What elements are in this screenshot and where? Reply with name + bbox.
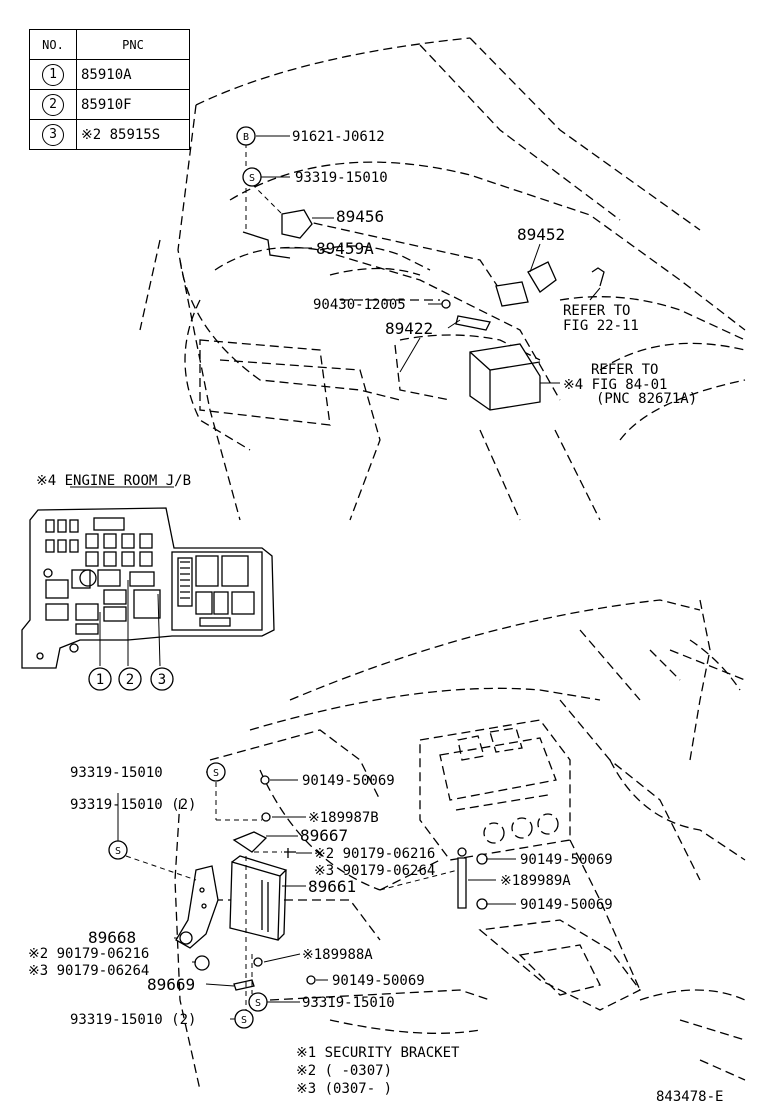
dashboard-parts: S S S S — [108, 762, 516, 1029]
fuse-grid — [45, 517, 161, 635]
callout-1: 1 — [96, 672, 104, 688]
label-89667: 89667 — [300, 826, 348, 845]
label-90179-06216: ※2 90179-06216 — [314, 846, 435, 862]
engine-room-illustration — [139, 37, 746, 521]
callout-number: 1 — [42, 63, 64, 86]
label-91621-j0612: 91621-J0612 — [292, 129, 385, 145]
jb-inset: ※4 ENGINE ROOM J/B — [21, 473, 275, 691]
sensor-89456-shape — [281, 209, 313, 239]
callout-circle — [150, 667, 174, 691]
table-row: 1 85910A — [29, 59, 190, 90]
label-189987b: ※189987B — [308, 810, 379, 826]
bracket-89668-shape — [175, 865, 219, 949]
dashboard-labels: 93319-15010 93319-15010 (2) 90149-50069 … — [28, 765, 613, 1028]
label-90149-50069: 90149-50069 — [520, 852, 613, 868]
note-security-bracket: ※1 SECURITY BRACKET — [296, 1045, 460, 1061]
refer-pnc-82671a: (PNC 82671A) — [596, 391, 697, 407]
label-90149-50069: 90149-50069 — [520, 897, 613, 913]
label-90179-06264: ※3 90179-06264 — [28, 963, 149, 979]
label-93319-15010: 93319-15010 — [295, 170, 388, 186]
sensor-189989a-shape — [457, 857, 467, 909]
label-90179-06216: ※2 90179-06216 — [28, 946, 149, 962]
screw-badge: S — [249, 173, 255, 184]
bracket-89459a-shape — [242, 231, 291, 259]
pnc-table: NO. PNC 1 85910A 2 85910F 3 ※2 85915S — [29, 29, 190, 150]
pnc-table-header: NO. PNC — [29, 29, 190, 60]
refer-fig-84-01: ※4 FIG 84-01 — [563, 377, 667, 393]
switch-89452-shape — [527, 261, 557, 293]
engine-room-labels: B 91621-J0612 S 93319-15010 89456 89459A… — [236, 126, 697, 407]
dashboard-illustration — [174, 599, 746, 1091]
label-189988a: ※189988A — [302, 947, 373, 963]
refer-to-label: REFER TO — [563, 303, 630, 319]
label-93319-15010-2: 93319-15010 (2) — [70, 797, 196, 813]
bracket-89667-shape — [232, 831, 268, 853]
label-90179-06264: ※3 90179-06264 — [314, 863, 435, 879]
refer-to-label: REFER TO — [591, 362, 658, 378]
label-89661: 89661 — [308, 877, 356, 896]
callout-2: 2 — [126, 672, 134, 688]
pnc-value: 85910A — [76, 59, 190, 90]
label-93319-15010-2: 93319-15010 (2) — [70, 1012, 196, 1028]
screw-badge: S — [115, 846, 121, 857]
label-89456: 89456 — [336, 207, 384, 226]
figure-id: 843478-E — [656, 1089, 723, 1105]
label-93319-15010: 93319-15010 — [302, 995, 395, 1011]
table-row: 3 ※2 85915S — [29, 119, 190, 150]
label-89668: 89668 — [88, 928, 136, 947]
label-89452: 89452 — [517, 225, 565, 244]
refer-fig-22-11: FIG 22-11 — [563, 318, 639, 334]
ecu-89661-shape — [229, 861, 281, 941]
callout-number: 3 — [42, 123, 64, 146]
callout-circle — [118, 667, 142, 691]
label-189989a: ※189989A — [500, 873, 571, 889]
pnc-value: ※2 85915S — [76, 119, 190, 150]
callout-circle — [88, 667, 112, 691]
pnc-value: 85910F — [76, 89, 190, 120]
header-pnc: PNC — [76, 29, 190, 60]
label-90430-12005: 90430-12005 — [313, 297, 406, 313]
header-no: NO. — [29, 29, 77, 60]
label-89669: 89669 — [147, 975, 195, 994]
part-89669-shape — [233, 979, 255, 991]
screw-badge: S — [213, 768, 219, 779]
label-90149-50069: 90149-50069 — [302, 773, 395, 789]
engine-room-parts — [242, 135, 605, 411]
jb-inset-title: ※4 ENGINE ROOM J/B — [36, 473, 191, 489]
table-row: 2 85910F — [29, 89, 190, 120]
footnotes: ※1 SECURITY BRACKET ※2 ( -0307) ※3 (0307… — [296, 1045, 460, 1097]
label-89422: 89422 — [385, 319, 433, 338]
note-3: ※3 (0307- ) — [296, 1081, 392, 1097]
junction-block-shape — [469, 343, 541, 411]
label-93319-15010: 93319-15010 — [70, 765, 163, 781]
sensor-89422-shape — [455, 315, 491, 331]
bolt-badge: B — [243, 132, 249, 143]
note-2: ※2 ( -0307) — [296, 1063, 392, 1079]
label-90149-50069: 90149-50069 — [332, 973, 425, 989]
callout-number: 2 — [42, 93, 64, 116]
screw-badge: S — [241, 1015, 247, 1026]
screw-badge: S — [255, 998, 261, 1009]
label-89459a: 89459A — [316, 239, 374, 258]
callout-3: 3 — [158, 672, 166, 688]
